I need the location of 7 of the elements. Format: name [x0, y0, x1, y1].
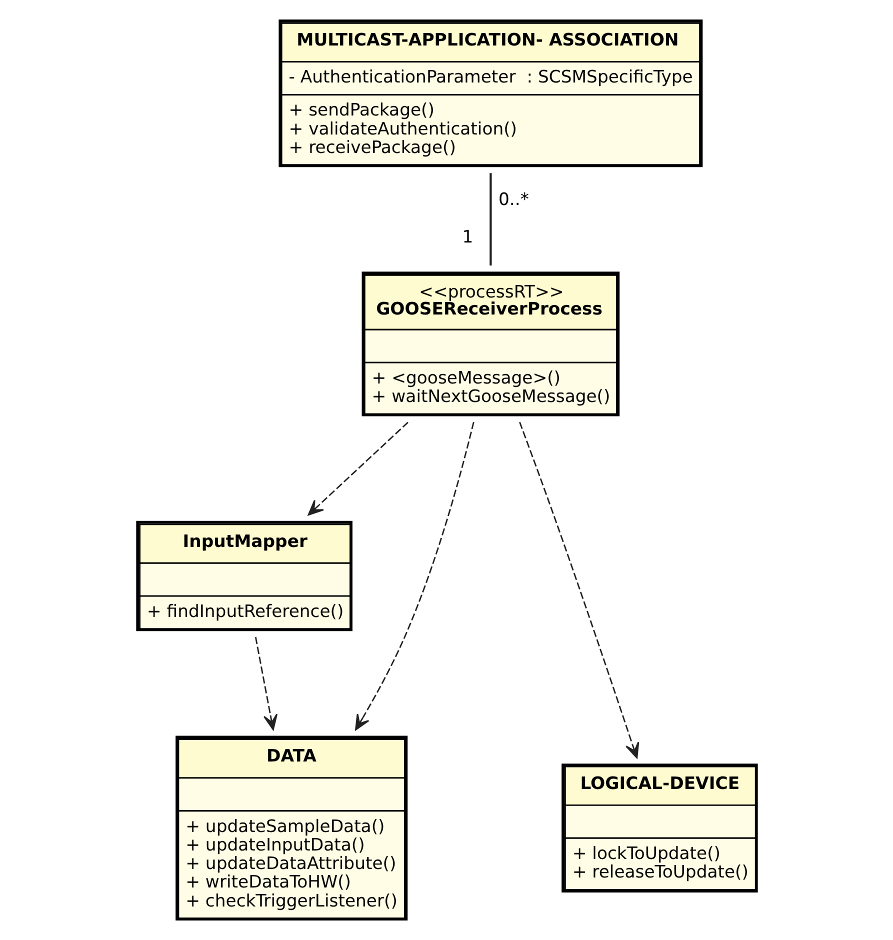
- label: 0..*: [498, 190, 528, 210]
- arrow: [254, 636, 278, 730]
- arrow: [354, 422, 474, 730]
- label: 1: [462, 227, 473, 248]
- connector: [489, 173, 492, 266]
- arrow: [307, 422, 408, 516]
- arrow: [518, 422, 639, 758]
